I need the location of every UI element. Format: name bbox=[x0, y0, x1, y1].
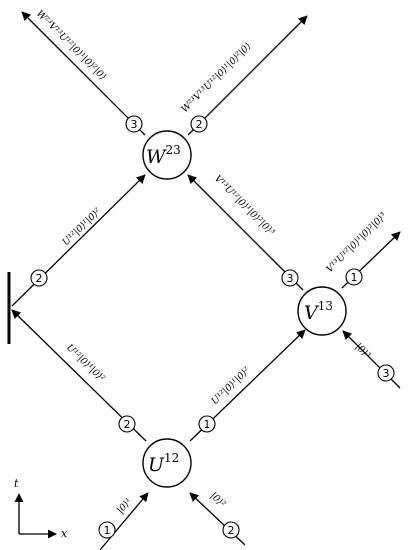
node-w-base: W bbox=[146, 146, 167, 168]
svg-text:1: 1 bbox=[204, 418, 211, 431]
label-v-to-w: V¹³U¹²|0⟩¹|0⟩²|0⟩³ bbox=[212, 173, 277, 238]
edge-v-to-w bbox=[187, 174, 304, 291]
svg-text:3: 3 bbox=[383, 367, 390, 380]
node-u-sup: 12 bbox=[164, 451, 179, 465]
node-v-base: V bbox=[304, 302, 320, 324]
port-u-right: 1 bbox=[198, 415, 216, 433]
label-v-out: V¹³U¹²|0⟩¹|0⟩²|0⟩³ bbox=[324, 210, 389, 275]
port-v-top-left: 3 bbox=[281, 269, 299, 287]
port-input-right: 2 bbox=[222, 521, 240, 539]
node-w: W23 bbox=[142, 130, 192, 180]
svg-text:2: 2 bbox=[124, 418, 131, 431]
port-mirror: 2 bbox=[30, 269, 48, 287]
svg-text:2: 2 bbox=[196, 118, 203, 131]
svg-text:2: 2 bbox=[36, 272, 43, 285]
label-u-to-mirror: U¹²|0⟩¹|0⟩² bbox=[64, 342, 107, 384]
svg-text:V13: V13 bbox=[304, 299, 333, 324]
label-input-right: |0⟩² bbox=[208, 490, 228, 510]
node-u: U12 bbox=[142, 438, 192, 488]
svg-text:W23: W23 bbox=[146, 143, 181, 168]
svg-text:1: 1 bbox=[104, 524, 111, 537]
svg-text:2: 2 bbox=[228, 524, 235, 537]
edge-mirror-to-w bbox=[11, 174, 146, 307]
port-v-input: 3 bbox=[377, 364, 395, 382]
node-w-sup: 23 bbox=[166, 143, 181, 157]
x-axis-label: x bbox=[61, 527, 68, 540]
port-v-top-right: 1 bbox=[345, 268, 363, 286]
label-w-out-right: W²³V¹³U¹²|0⟩¹|0⟩²|0⟩ bbox=[179, 41, 253, 115]
axes: t x bbox=[14, 477, 68, 540]
port-w-left: 3 bbox=[125, 115, 143, 133]
svg-text:3: 3 bbox=[287, 272, 294, 285]
node-v-sup: 13 bbox=[318, 299, 333, 313]
svg-text:U12: U12 bbox=[148, 451, 179, 476]
node-u-base: U bbox=[148, 454, 165, 476]
node-v: V13 bbox=[297, 286, 347, 336]
port-u-left: 2 bbox=[118, 415, 136, 433]
svg-text:3: 3 bbox=[131, 118, 138, 131]
port-input-left: 1 bbox=[98, 521, 116, 539]
t-axis-label: t bbox=[14, 477, 19, 490]
label-w-out-left: W²³V¹³U¹²|0⟩¹|0⟩²|0⟩ bbox=[34, 8, 108, 82]
edge-w-out-left bbox=[21, 11, 146, 136]
port-w-right: 2 bbox=[190, 115, 208, 133]
edge-w-out-right bbox=[187, 15, 308, 136]
edge-input-left bbox=[99, 492, 149, 550]
svg-text:1: 1 bbox=[351, 271, 358, 284]
label-mirror-to-w: U¹²|0⟩¹|0⟩² bbox=[60, 206, 103, 248]
